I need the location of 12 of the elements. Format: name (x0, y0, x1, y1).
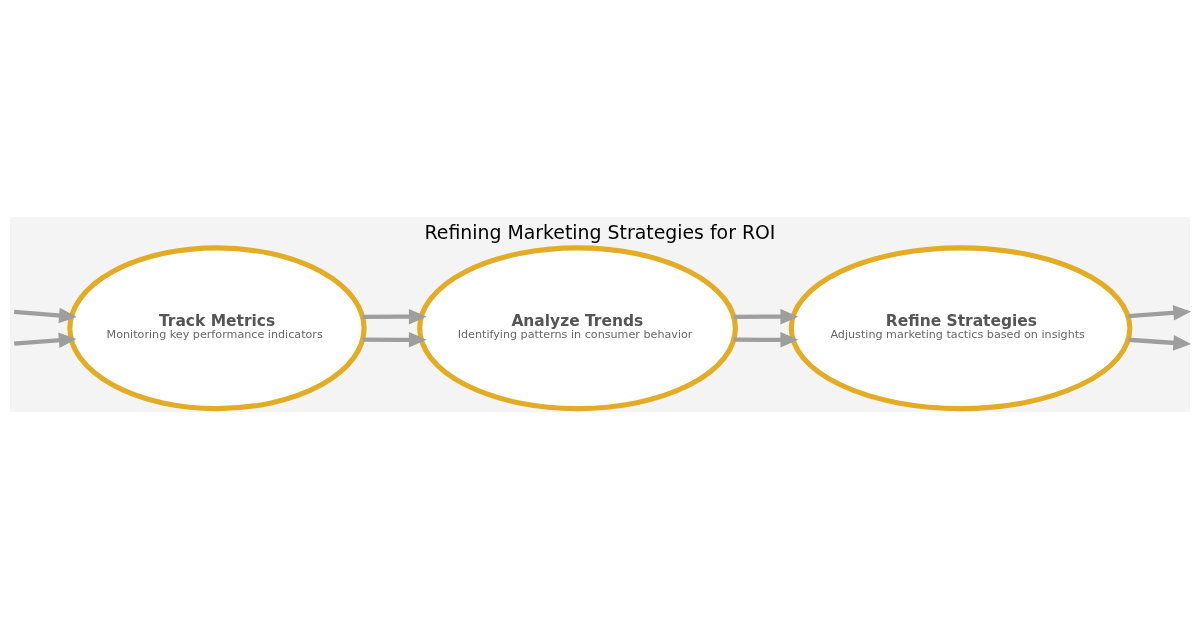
arrow (14, 332, 77, 348)
arrow (362, 331, 427, 348)
arrow (733, 308, 799, 324)
arrow (733, 331, 799, 348)
arrow (1128, 304, 1192, 321)
node-ellipse: Refine Strategies Adjusting marketing tactics based on insights (788, 244, 1133, 411)
node-ellipse: Analyze Trends Identifying patterns in consumer behavior (417, 244, 738, 411)
arrow (362, 308, 427, 324)
diagram-title: Refining Marketing Strategies for ROI (424, 220, 776, 243)
arrow (1128, 334, 1192, 351)
arrow (13, 307, 77, 323)
node-ellipse: Track Metrics Monitoring key performance indicators (67, 244, 367, 411)
